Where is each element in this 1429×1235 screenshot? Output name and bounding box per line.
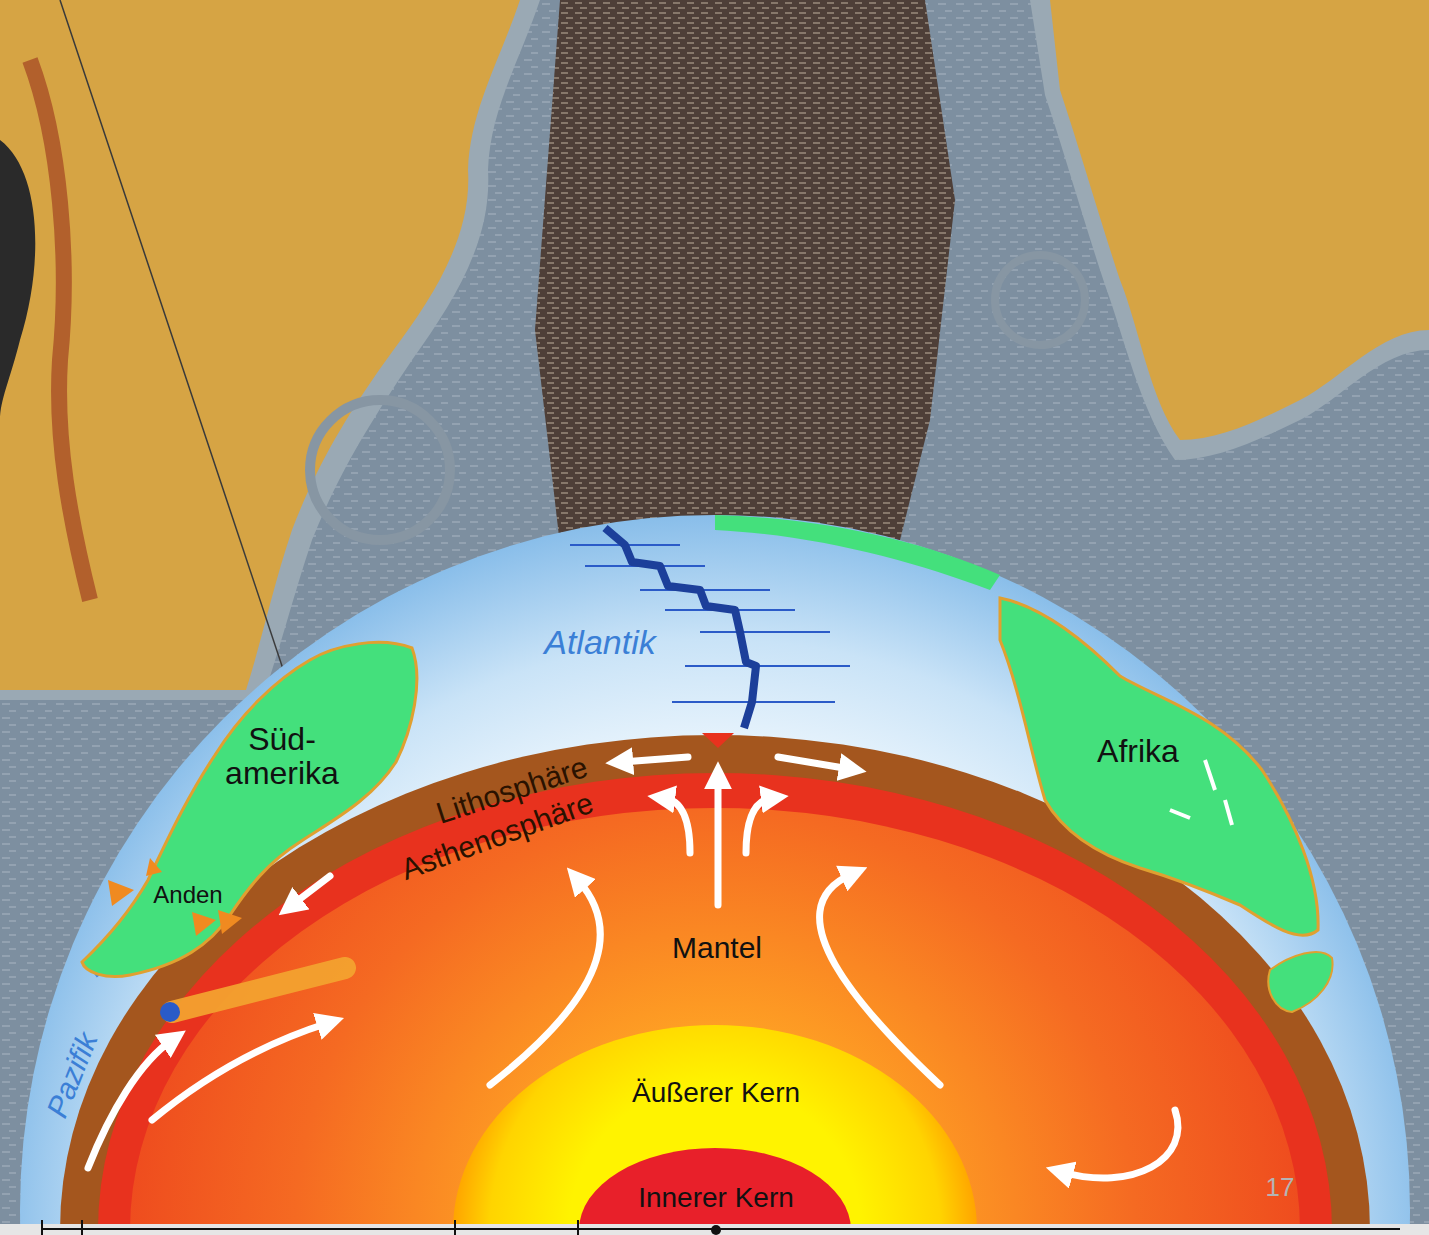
continental-shelf	[1030, 0, 1429, 460]
ocean-shell	[20, 515, 1410, 1235]
layer-label: Innerer Kern	[638, 1183, 794, 1212]
mountain-label: Anden	[153, 882, 222, 907]
convection-arrow	[88, 1040, 172, 1168]
pacific-trench-relief	[0, 140, 35, 420]
south-america-continent	[82, 642, 417, 976]
plate-motion-arrow	[622, 757, 688, 762]
andes-relief	[30, 60, 90, 600]
inner-core	[579, 1148, 851, 1235]
volcano-symbol	[146, 858, 162, 876]
continent	[715, 515, 1000, 590]
subducting-slab	[172, 968, 345, 1012]
page-number: 17	[1266, 1174, 1295, 1201]
africa-continent	[1000, 598, 1318, 935]
outer-core	[453, 1025, 977, 1235]
volcano-symbol	[218, 910, 242, 934]
convection-arrow	[664, 798, 690, 853]
transform-fault	[685, 665, 850, 667]
layer-label: Mantel	[672, 932, 762, 964]
andes-symbols	[108, 858, 242, 936]
ocean-label: Atlantik	[544, 625, 656, 661]
continent-label: Süd- amerika	[212, 723, 352, 790]
motion-arrows	[88, 757, 1178, 1178]
center-dot	[711, 1225, 721, 1235]
upwelling-arrow	[715, 778, 722, 905]
trench-mark	[160, 1002, 180, 1022]
convection-arrow	[746, 798, 772, 853]
ocean-label: Pazifik	[41, 1028, 103, 1122]
transform-fault	[700, 631, 830, 633]
plate-motion-arrow	[292, 876, 330, 905]
convection-arrow	[820, 874, 940, 1085]
plate-motion-arrow	[778, 757, 850, 769]
seamount-relief	[995, 255, 1085, 345]
layer-label: Äußerer Kern	[632, 1078, 800, 1107]
volcano-symbol	[192, 912, 216, 936]
convection-arrow	[152, 1023, 328, 1120]
transform-fault	[640, 589, 770, 591]
scale-line	[42, 1220, 1400, 1235]
continent-label: Afrika	[1097, 735, 1179, 769]
madagascar	[1268, 952, 1332, 1012]
volcano-symbol	[108, 880, 134, 906]
transform-faults	[570, 545, 850, 702]
seamount-relief	[310, 400, 450, 540]
map-line	[60, 0, 300, 720]
convection-arrow	[490, 880, 600, 1085]
africa-relief	[1050, 0, 1429, 440]
rift-magma	[702, 733, 734, 748]
lake-mark	[1170, 760, 1232, 825]
convection-arrow	[1062, 1110, 1178, 1178]
mid-ocean-ridge-relief	[535, 0, 955, 545]
